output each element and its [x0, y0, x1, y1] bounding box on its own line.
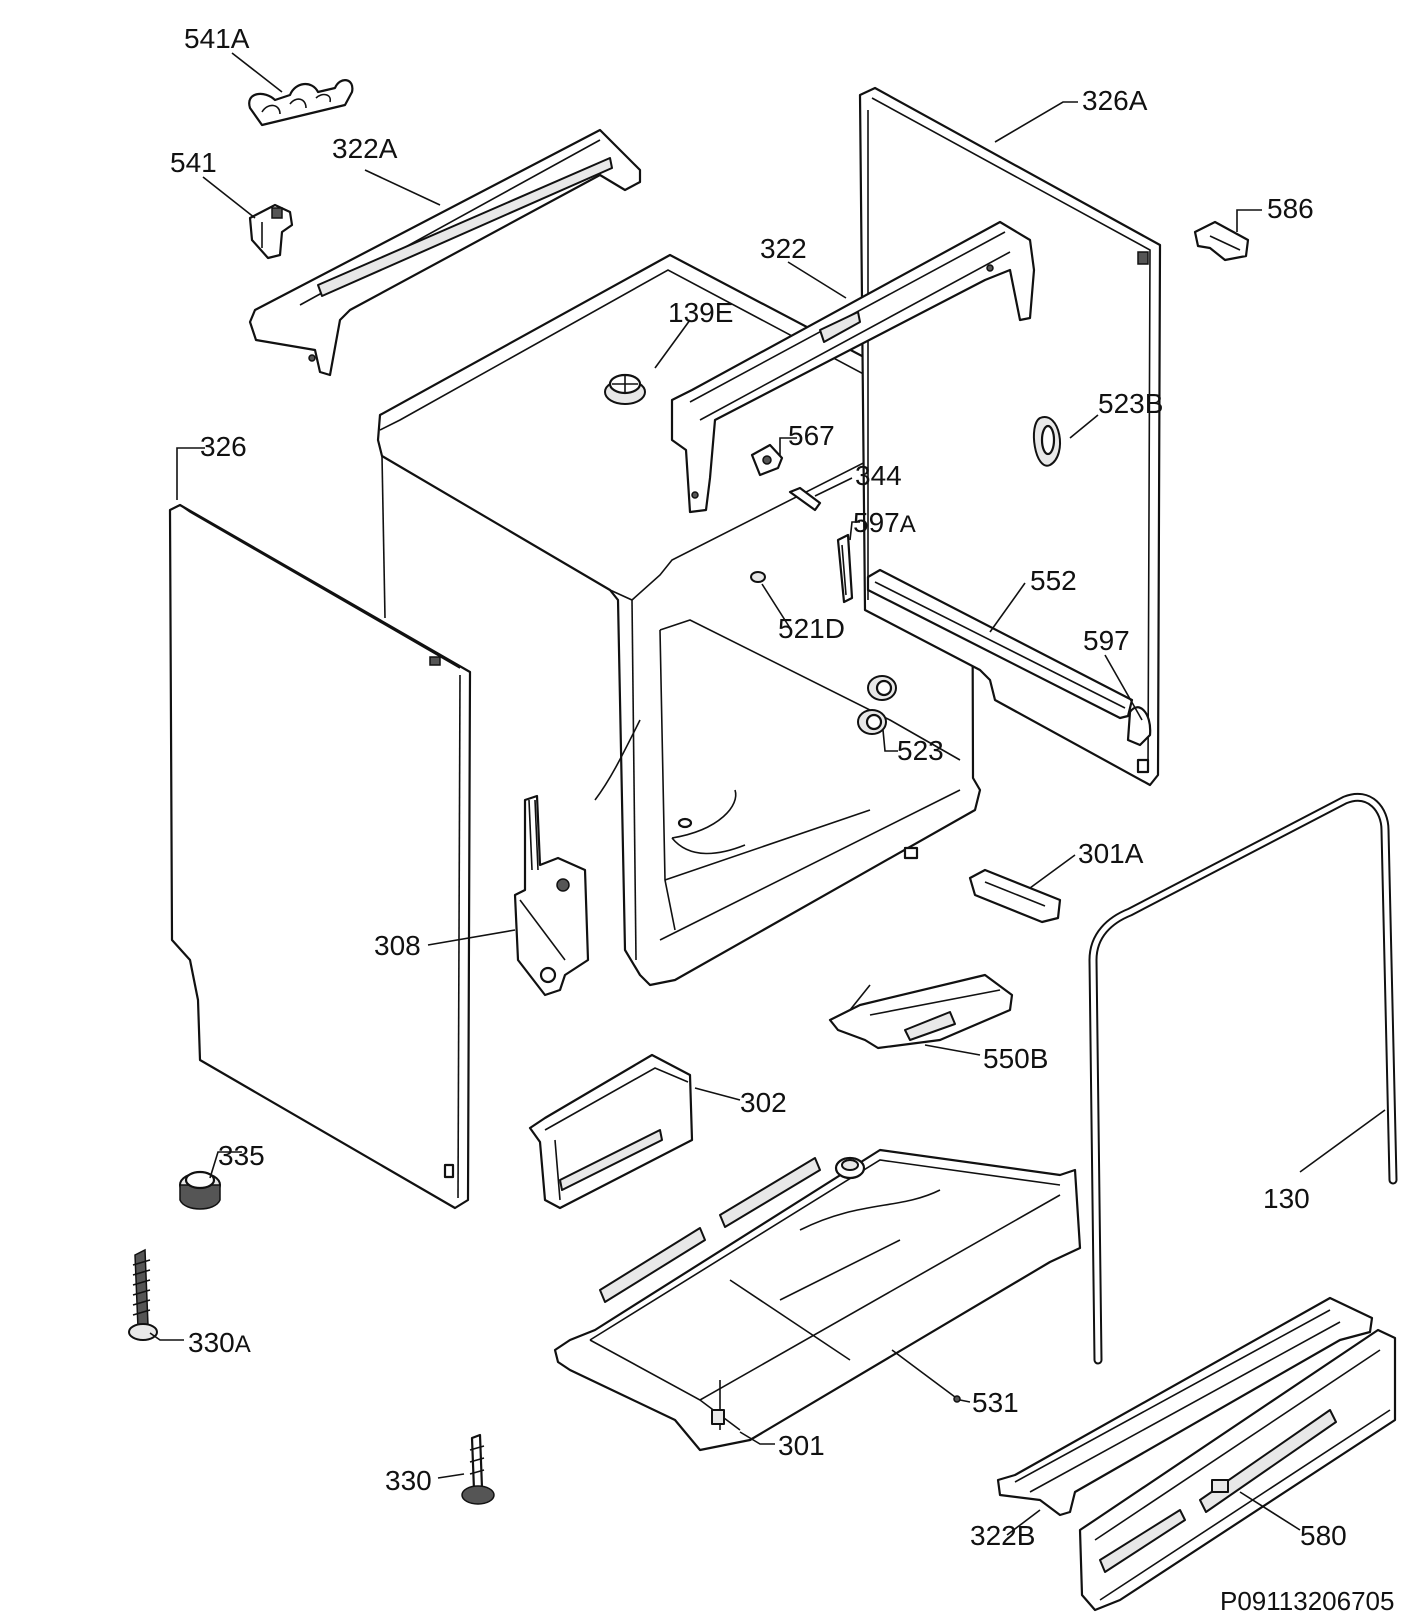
part-tub: [376, 253, 982, 987]
part-531-pin: [891, 1349, 961, 1403]
label-586: 586: [1267, 193, 1314, 224]
label-344: 344: [855, 460, 902, 491]
part-541-bracket: [248, 203, 294, 260]
part-523-grommets: [857, 675, 897, 735]
part-326-side-panel: [168, 503, 472, 1210]
label-523: 523: [897, 735, 944, 766]
label-567: 567: [788, 420, 835, 451]
label-552: 552: [1030, 565, 1077, 596]
part-labels: 541A 541 322A 326A 586 322 139E 523B 326…: [170, 23, 1347, 1551]
label-330a-suffix: A: [235, 1331, 251, 1358]
part-302-panel: [528, 1053, 694, 1210]
label-335: 335: [218, 1140, 265, 1171]
part-301-base: [553, 1148, 1082, 1452]
label-139e: 139E: [668, 297, 733, 328]
part-567-clip: [750, 443, 784, 477]
label-330: 330: [385, 1465, 432, 1496]
part-322a-rail: [248, 128, 642, 377]
part-552-rail: [866, 568, 1134, 720]
label-326a: 326A: [1082, 85, 1148, 116]
part-130-door-seal: [1088, 792, 1398, 1365]
label-322: 322: [760, 233, 807, 264]
part-580-plate: [1078, 1328, 1397, 1612]
label-597: 597: [1083, 625, 1130, 656]
part-322-frame: [670, 220, 1036, 514]
part-335-foot-nut: [179, 1170, 221, 1210]
part-322b-rail: [996, 1296, 1374, 1517]
label-330a: 330A: [188, 1327, 251, 1358]
part-308-hinge: [513, 794, 590, 997]
leader-lines: [149, 52, 1386, 1536]
diagram-reference-code: P09113206705: [1220, 1586, 1394, 1616]
part-550b-bracket: [828, 973, 1014, 1050]
label-301: 301: [778, 1430, 825, 1461]
label-531: 531: [972, 1387, 1019, 1418]
part-301a-cover: [968, 868, 1062, 924]
label-580: 580: [1300, 1520, 1347, 1551]
label-597a: 597A: [853, 507, 916, 538]
part-330a-screw: [128, 1248, 158, 1341]
label-541: 541: [170, 147, 217, 178]
label-326: 326: [200, 431, 247, 462]
label-322a: 322A: [332, 133, 398, 164]
label-597a-number: 597: [853, 507, 900, 538]
part-597a-strip: [836, 533, 854, 604]
label-322b: 322B: [970, 1520, 1035, 1551]
part-523b-grommet: [1032, 416, 1062, 467]
label-597a-suffix: A: [900, 511, 916, 538]
label-301a: 301A: [1078, 838, 1144, 869]
label-302: 302: [740, 1087, 787, 1118]
part-597-clip: [1126, 706, 1152, 747]
label-521d: 521D: [778, 613, 845, 644]
label-541a: 541A: [184, 23, 250, 54]
part-521d-nut: [750, 571, 766, 583]
part-541a-clips: [248, 79, 354, 127]
label-330a-number: 330: [188, 1327, 235, 1358]
label-308: 308: [374, 930, 421, 961]
part-344-hook: [788, 486, 822, 512]
label-550b: 550B: [983, 1043, 1048, 1074]
label-130: 130: [1263, 1183, 1310, 1214]
part-586-bracket: [1193, 220, 1250, 262]
part-330-screw: [461, 1433, 495, 1505]
label-523b: 523B: [1098, 388, 1163, 419]
part-139e-knob: [604, 373, 646, 405]
